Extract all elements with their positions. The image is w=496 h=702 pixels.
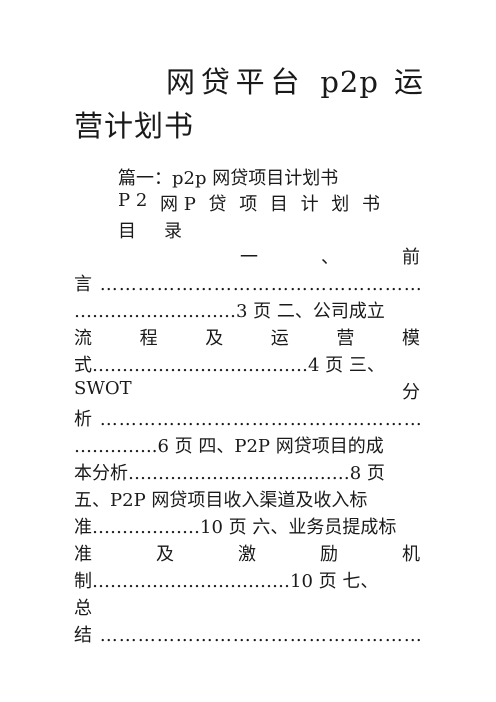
toc-text: 流: [74, 328, 92, 349]
toc-text: 运: [270, 328, 289, 349]
toc-line: 流 程 及 运 营 模: [74, 324, 420, 350]
toc-text: 及: [156, 544, 174, 565]
toc-line-spread: 流 程 及 运 营 模: [74, 324, 420, 350]
document-title: 网贷平台 p2p 运营计划书: [74, 65, 424, 143]
toc-line: 言 ………………………………………………: [74, 274, 420, 295]
subheading-word: 贷: [208, 194, 227, 215]
toc-line: 一 、 前: [240, 243, 420, 269]
toc-label: 目 录: [118, 217, 182, 243]
subheading-spread: P 2 网 P 贷 项 目 计 划 书: [118, 190, 380, 216]
toc-line-spread: 准 及 激 励 机: [74, 540, 420, 566]
toc-text: 激: [238, 544, 256, 565]
toc-text: 程: [139, 328, 158, 349]
toc-text: 励: [320, 544, 338, 565]
toc-text: 前: [402, 247, 420, 268]
toc-label-spread: 目 录: [118, 217, 182, 243]
toc-text: 、: [321, 247, 339, 268]
subheading-line: P 2 网 P 贷 项 目 计 划 书: [118, 190, 380, 216]
subheading-word: 网 P: [159, 194, 196, 215]
toc-text: 营: [336, 328, 355, 349]
toc-line: 准………………10 页 六、业务员提成标: [74, 517, 397, 538]
toc-text: 分: [402, 382, 420, 403]
toc-text: 一: [240, 247, 258, 268]
subheading-word: P 2: [118, 190, 148, 211]
toc-label-char: 目: [118, 221, 136, 242]
toc-text: 机: [402, 544, 420, 565]
toc-line: SWOT 分: [74, 378, 420, 404]
subheading-word: 划: [331, 194, 350, 215]
toc-line: 总: [74, 598, 92, 619]
toc-line: …………..6 页 四、P2P 网贷项目的成: [74, 436, 384, 457]
toc-line: ………………………3 页 二、公司成立: [74, 301, 385, 322]
toc-line: 本分析………………………….……8 页: [74, 463, 385, 484]
toc-line-spread: SWOT 分: [74, 378, 420, 404]
toc-text: 及: [205, 328, 224, 349]
toc-line: 五、P2P 网贷项目收入渠道及收入标: [74, 490, 368, 511]
toc-line-spread: 一 、 前: [240, 243, 420, 269]
subheading-word: 项: [239, 194, 258, 215]
subheading-word: 书: [361, 194, 380, 215]
toc-text: 模: [401, 328, 420, 349]
toc-line: 准 及 激 励 机: [74, 540, 420, 566]
subheading-word: 计: [300, 194, 319, 215]
toc-label-char: 录: [164, 221, 182, 242]
toc-line: 制……………………………10 页 七、: [74, 571, 379, 592]
toc-line: 结 ………………………………………………: [74, 625, 420, 646]
toc-line: 式………………………………4 页 三、: [74, 355, 385, 376]
heading-line: 篇一：p2p 网贷项目计划书: [118, 168, 339, 189]
toc-line: 析 ………………………………………………: [74, 409, 420, 430]
toc-text: SWOT: [74, 378, 132, 399]
subheading-word: 目: [269, 194, 288, 215]
toc-text: 准: [74, 544, 92, 565]
